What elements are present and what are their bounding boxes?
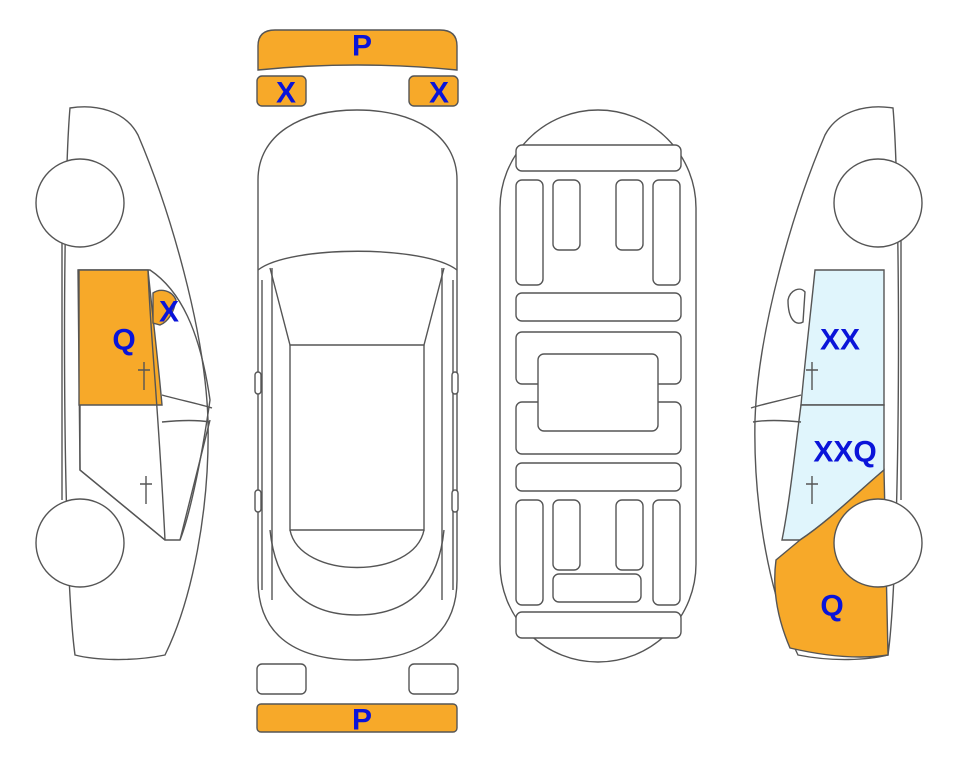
front-right-headlight-part[interactable] xyxy=(408,75,459,107)
rear-right-taillight-part[interactable] xyxy=(408,663,459,695)
front-left-headlight-part[interactable] xyxy=(256,75,307,107)
interior-view xyxy=(499,109,697,663)
rear-bumper-part[interactable] xyxy=(256,703,458,733)
top-view-body[interactable] xyxy=(257,109,458,661)
left-mirror-label: X xyxy=(159,296,179,329)
top-view-roof[interactable] xyxy=(289,345,425,531)
rear-left-taillight-part[interactable] xyxy=(256,663,307,695)
right-rear-quarter-label: Q xyxy=(820,590,843,623)
left-front-door-label: Q xyxy=(112,324,135,357)
front-left-headlight-label: X xyxy=(276,77,296,110)
front-bumper-group: P X X xyxy=(256,29,459,110)
left-rear-wheel[interactable] xyxy=(35,498,125,588)
top-view-exterior xyxy=(254,109,459,661)
top-view-windshield[interactable] xyxy=(257,250,458,271)
left-mirror-part[interactable] xyxy=(152,289,177,326)
top-view-rear-window[interactable] xyxy=(289,529,425,569)
front-bumper-part[interactable] xyxy=(257,29,458,71)
right-side-view: XX XXQ Q xyxy=(750,106,923,661)
front-bumper-label: P xyxy=(352,30,372,63)
left-side-view: Q X xyxy=(35,106,213,661)
left-front-wheel[interactable] xyxy=(35,158,125,248)
right-rear-door-label: XXQ xyxy=(813,436,876,469)
front-right-headlight-label: X xyxy=(429,77,449,110)
rear-bumper-label: P xyxy=(352,704,372,737)
right-front-wheel[interactable] xyxy=(833,158,923,248)
interior-console[interactable] xyxy=(537,353,659,432)
rear-bumper-group: P xyxy=(256,663,459,737)
right-rear-wheel[interactable] xyxy=(833,498,923,588)
right-front-door-label: XX xyxy=(820,324,860,357)
